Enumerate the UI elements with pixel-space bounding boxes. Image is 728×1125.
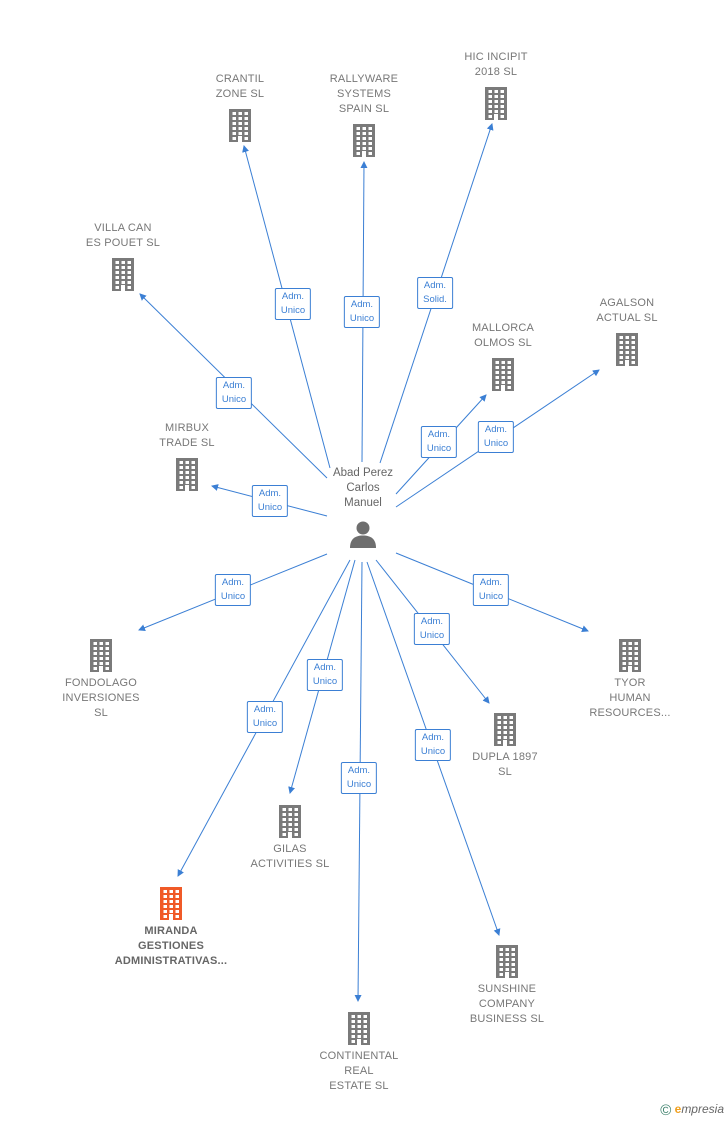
company-name: VILLA CAN ES POUET SL <box>85 222 161 249</box>
edge-label-tyor[interactable]: Adm. Unico <box>472 574 510 606</box>
company-name: HIC INCIPIT 2018 SL <box>464 51 528 78</box>
building-icon <box>619 639 641 672</box>
brand-logo[interactable]: empresia <box>674 1102 724 1116</box>
company-node-villa-can[interactable]: VILLA CAN ES POUET SL <box>43 221 203 291</box>
center-person[interactable]: Abad Perez Carlos Manuel <box>303 466 423 549</box>
company-node-miranda[interactable]: MIRANDA GESTIONES ADMINISTRATIVAS... <box>91 886 251 969</box>
building-icon <box>496 945 518 978</box>
footer-copyright: © empresia <box>660 1102 724 1119</box>
edge-label-dupla[interactable]: Adm. Unico <box>413 613 451 645</box>
company-node-mirbux[interactable]: MIRBUX TRADE SL <box>107 421 267 491</box>
edge-label-rallyware[interactable]: Adm. Unico <box>343 296 381 328</box>
building-icon <box>494 713 516 746</box>
company-node-hic-incipit[interactable]: HIC INCIPIT 2018 SL <box>416 50 576 120</box>
company-node-continental[interactable]: CONTINENTAL REAL ESTATE SL <box>279 1011 439 1094</box>
company-name: RALLYWARE SYSTEMS SPAIN SL <box>329 73 399 115</box>
building-icon <box>112 258 134 291</box>
company-node-mallorca-olmos[interactable]: MALLORCA OLMOS SL <box>423 321 583 391</box>
company-node-gilas[interactable]: GILAS ACTIVITIES SL <box>210 804 370 872</box>
company-node-agalson[interactable]: AGALSON ACTUAL SL <box>547 296 707 366</box>
company-node-tyor[interactable]: TYOR HUMAN RESOURCES... <box>550 638 710 721</box>
edge-label-villa-can[interactable]: Adm. Unico <box>215 377 253 409</box>
company-name: TYOR HUMAN RESOURCES... <box>589 677 671 719</box>
edge-label-miranda[interactable]: Adm. Unico <box>246 701 284 733</box>
building-icon <box>90 639 112 672</box>
building-icon <box>616 333 638 366</box>
company-name: AGALSON ACTUAL SL <box>596 297 658 324</box>
person-icon <box>350 521 376 548</box>
company-node-fondolago[interactable]: FONDOLAGO INVERSIONES SL <box>21 638 181 721</box>
edge-label-agalson[interactable]: Adm. Unico <box>477 421 515 453</box>
company-name: CONTINENTAL REAL ESTATE SL <box>319 1050 399 1092</box>
edge-label-fondolago[interactable]: Adm. Unico <box>214 574 252 606</box>
copyright-symbol: © <box>660 1102 672 1119</box>
edge-label-continental[interactable]: Adm. Unico <box>340 762 378 794</box>
company-name: MIRBUX TRADE SL <box>159 422 215 449</box>
company-name: GILAS ACTIVITIES SL <box>250 843 330 870</box>
edge-label-mirbux[interactable]: Adm. Unico <box>251 485 289 517</box>
edge-label-crantil[interactable]: Adm. Unico <box>274 288 312 320</box>
edge-label-gilas[interactable]: Adm. Unico <box>306 659 344 691</box>
company-name: DUPLA 1897 SL <box>472 751 538 778</box>
company-node-dupla[interactable]: DUPLA 1897 SL <box>425 712 585 780</box>
edge-label-sunshine[interactable]: Adm. Unico <box>414 729 452 761</box>
building-icon <box>229 109 251 142</box>
edge-label-mallorca-olmos[interactable]: Adm. Unico <box>420 426 458 458</box>
building-icon <box>485 87 507 120</box>
building-icon <box>353 124 375 157</box>
company-name: FONDOLAGO INVERSIONES SL <box>62 677 140 719</box>
company-node-sunshine[interactable]: SUNSHINE COMPANY BUSINESS SL <box>427 944 587 1027</box>
building-icon <box>279 805 301 838</box>
company-name: SUNSHINE COMPANY BUSINESS SL <box>469 983 545 1025</box>
building-icon <box>176 458 198 491</box>
center-person-name: Abad Perez Carlos Manuel <box>332 467 394 509</box>
building-icon <box>160 887 182 920</box>
company-node-rallyware[interactable]: RALLYWARE SYSTEMS SPAIN SL <box>284 72 444 157</box>
company-name: MALLORCA OLMOS SL <box>471 322 535 349</box>
edge-label-hic-incipit[interactable]: Adm. Solid. <box>417 277 453 309</box>
building-icon <box>492 358 514 391</box>
company-name: CRANTIL ZONE SL <box>215 73 265 100</box>
company-node-crantil[interactable]: CRANTIL ZONE SL <box>160 72 320 142</box>
building-icon <box>348 1012 370 1045</box>
company-name: MIRANDA GESTIONES ADMINISTRATIVAS... <box>114 925 228 967</box>
